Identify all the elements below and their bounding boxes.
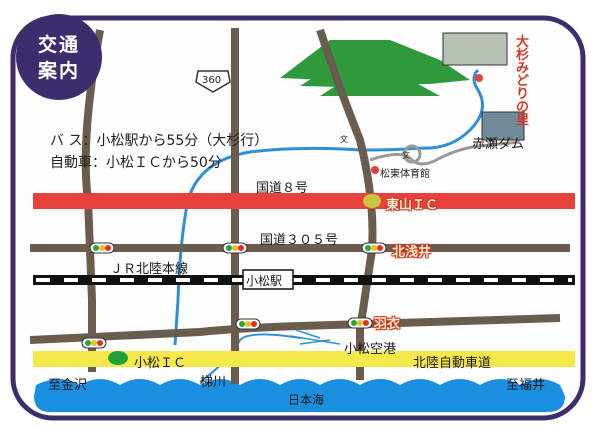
- hanie-label: 羽衣: [374, 317, 401, 332]
- road-right-vertical: [316, 28, 377, 380]
- komatsu-ic-marker: [108, 351, 128, 365]
- destination-label: 大杉みどりの里: [516, 35, 530, 128]
- local-road-dam: [369, 140, 521, 166]
- komatsu-station-label: 小松駅: [246, 274, 283, 288]
- gym-marker: [371, 166, 379, 174]
- komatsu-station-box: [242, 269, 294, 290]
- sea-label: 日本海: [288, 393, 325, 407]
- kitaasai-label: 北浅井: [392, 245, 432, 260]
- car-info: 自動車：小松ＩＣから50分: [50, 155, 222, 171]
- school-symbol-2: 文: [402, 151, 410, 160]
- traffic-signal: [89, 242, 115, 254]
- to-fukui-label: 至福井: [506, 378, 546, 393]
- traffic-signal: [347, 317, 373, 329]
- airplane-icon: [289, 329, 341, 345]
- title-badge: 交通 案内: [16, 14, 102, 100]
- school-symbol-1: 文: [340, 135, 348, 144]
- river-main: [173, 146, 421, 346]
- national305-label: 国道３０５号: [260, 233, 339, 248]
- komatsu-airport-label: 小松空港: [344, 342, 397, 357]
- destination-photo: [442, 32, 508, 66]
- river-kakehashi: [199, 333, 301, 383]
- title-line1: 交通: [37, 34, 80, 56]
- higashiyama-ic-label: 東山ＩＣ: [386, 198, 439, 213]
- route-360-label: 360: [202, 75, 222, 86]
- traffic-signal: [235, 318, 261, 330]
- national8-label: 国道８号: [256, 181, 309, 196]
- dam-photo: [481, 111, 525, 141]
- river-dam: [419, 68, 484, 150]
- jr-line-label: ＪＲ北陸本線: [110, 262, 189, 277]
- expressway-label: 北陸自動車道: [413, 356, 492, 371]
- higashiyama-ic-marker: [363, 194, 381, 208]
- traffic-signal: [222, 242, 248, 254]
- road-national8: [33, 193, 575, 209]
- traffic-signals: [81, 242, 387, 349]
- route-360-shield: [195, 70, 231, 93]
- dam-label: 赤瀬ダム: [472, 137, 525, 152]
- traffic-signal: [361, 242, 387, 254]
- rail-jr-hokuriku: [33, 275, 575, 285]
- road-expressway: [33, 351, 575, 367]
- sea-japan: [34, 379, 565, 412]
- title-line2: 案内: [37, 60, 80, 82]
- destination-marker: [475, 74, 483, 82]
- komatsu-ic-label: 小松ＩＣ: [134, 356, 187, 371]
- gym-label: 松東体育館: [380, 169, 430, 180]
- traffic-signal: [81, 337, 107, 349]
- bus-info: バ ス：小松駅から55分（大杉行）: [50, 133, 269, 149]
- to-kanazawa-label: 至金沢: [48, 378, 88, 393]
- kakehashi-river-label: 梯川: [200, 375, 227, 390]
